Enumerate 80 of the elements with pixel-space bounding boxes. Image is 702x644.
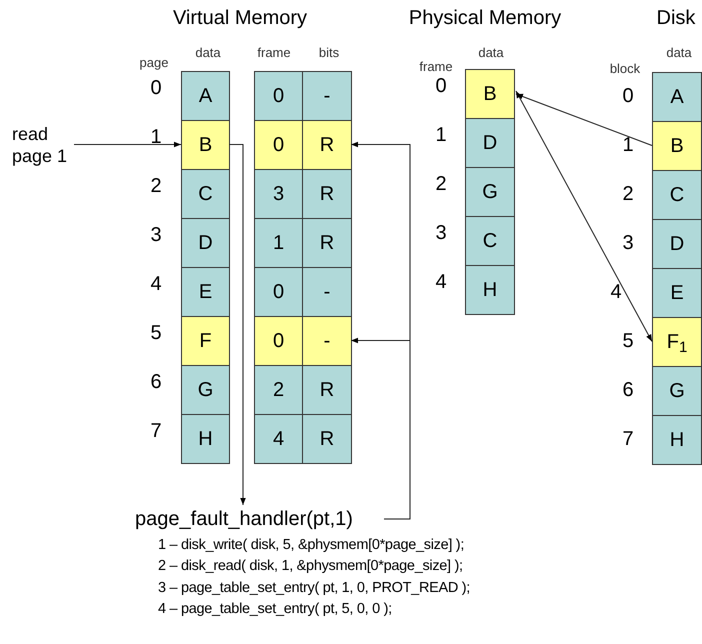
table-cell: R — [302, 218, 352, 268]
row-number: 3 — [434, 221, 448, 246]
table-cell: 3 — [254, 169, 303, 219]
section-heading: Virtual Memory — [172, 6, 308, 31]
code-line: 4 – page_table_set_entry( pt, 5, 0, 0 ); — [158, 600, 392, 618]
code-line: 3 – page_table_set_entry( pt, 1, 0, PROT_READ ); — [158, 578, 470, 597]
table-cell: 2 — [254, 365, 303, 415]
row-number: 4 — [434, 270, 448, 295]
table-cell: B — [652, 121, 702, 171]
row-number: 1 — [621, 133, 635, 158]
row-number: 3 — [149, 223, 163, 248]
table-cell: 0 — [254, 120, 303, 170]
code-line: 2 – disk_read( disk, 1, &physmem[0*page_size] ); — [158, 557, 463, 576]
table-cell: G — [181, 365, 230, 415]
table-cell: F — [181, 316, 230, 366]
arrow — [228, 144, 246, 506]
row-number: 7 — [621, 427, 635, 452]
row-number: 0 — [621, 84, 635, 109]
column-header: frame — [256, 45, 292, 62]
row-number: 6 — [149, 370, 163, 395]
table-cell: F$_{1}$ — [652, 317, 702, 367]
table-cell: - — [302, 316, 352, 366]
column-header: block — [608, 61, 642, 78]
table-cell: E — [652, 268, 702, 318]
row-number: 3 — [621, 231, 635, 256]
arrow — [74, 142, 182, 148]
code-line: 1 – disk_write( disk, 5, &physmem[0*page_size] ); — [158, 536, 464, 554]
column-header: bits — [318, 45, 340, 62]
table-cell: R — [302, 120, 352, 170]
arrow — [516, 94, 652, 146]
row-number: 7 — [149, 419, 163, 444]
column-header: data — [194, 45, 222, 62]
table-cell: H — [652, 415, 702, 465]
row-number: 1 — [434, 123, 448, 148]
row-number: 2 — [434, 172, 448, 197]
table-cell: D — [465, 118, 515, 168]
table-cell: 4 — [254, 414, 303, 464]
column-header: frame — [418, 59, 454, 76]
table-cell: 0 — [254, 267, 303, 317]
row-number: 2 — [621, 182, 635, 207]
column-header: page — [138, 55, 170, 72]
table-cell: C — [465, 216, 515, 266]
arrow — [350, 338, 410, 520]
table-cell: 0 — [254, 316, 303, 366]
table-cell: B — [465, 69, 515, 119]
section-heading: Physical Memory — [408, 6, 562, 31]
input-label: read page 1 — [12, 122, 74, 168]
row-number: 5 — [621, 329, 635, 354]
table-cell: A — [181, 71, 230, 121]
table-cell: 1 — [254, 218, 303, 268]
row-number: 5 — [149, 321, 163, 346]
column-header: data — [665, 45, 693, 62]
table-cell: - — [302, 267, 352, 317]
table-cell: C — [181, 169, 230, 219]
table-cell: C — [652, 170, 702, 220]
table-cell: D — [652, 219, 702, 269]
column-header: data — [477, 45, 505, 62]
row-number: 2 — [149, 174, 163, 199]
row-number: 1 — [149, 125, 163, 150]
table-cell: B — [181, 120, 230, 170]
table-cell: G — [652, 366, 702, 416]
row-number: 6 — [621, 378, 635, 403]
table-cell: 0 — [254, 71, 303, 121]
table-cell: H — [181, 414, 230, 464]
table-cell: G — [465, 167, 515, 217]
table-cell: - — [302, 71, 352, 121]
function-call: page_fault_handler(pt,1) — [106, 505, 382, 533]
arrow — [516, 90, 652, 342]
table-cell: R — [302, 365, 352, 415]
table-cell: A — [652, 72, 702, 122]
table-cell: R — [302, 414, 352, 464]
row-number: 4 — [149, 272, 163, 297]
section-heading: Disk — [656, 6, 696, 31]
table-cell: H — [465, 265, 515, 315]
row-number: 4 — [609, 280, 623, 305]
table-cell: R — [302, 169, 352, 219]
row-number: 0 — [149, 76, 163, 101]
table-cell: D — [181, 218, 230, 268]
row-number: 0 — [434, 74, 448, 99]
table-cell: E — [181, 267, 230, 317]
